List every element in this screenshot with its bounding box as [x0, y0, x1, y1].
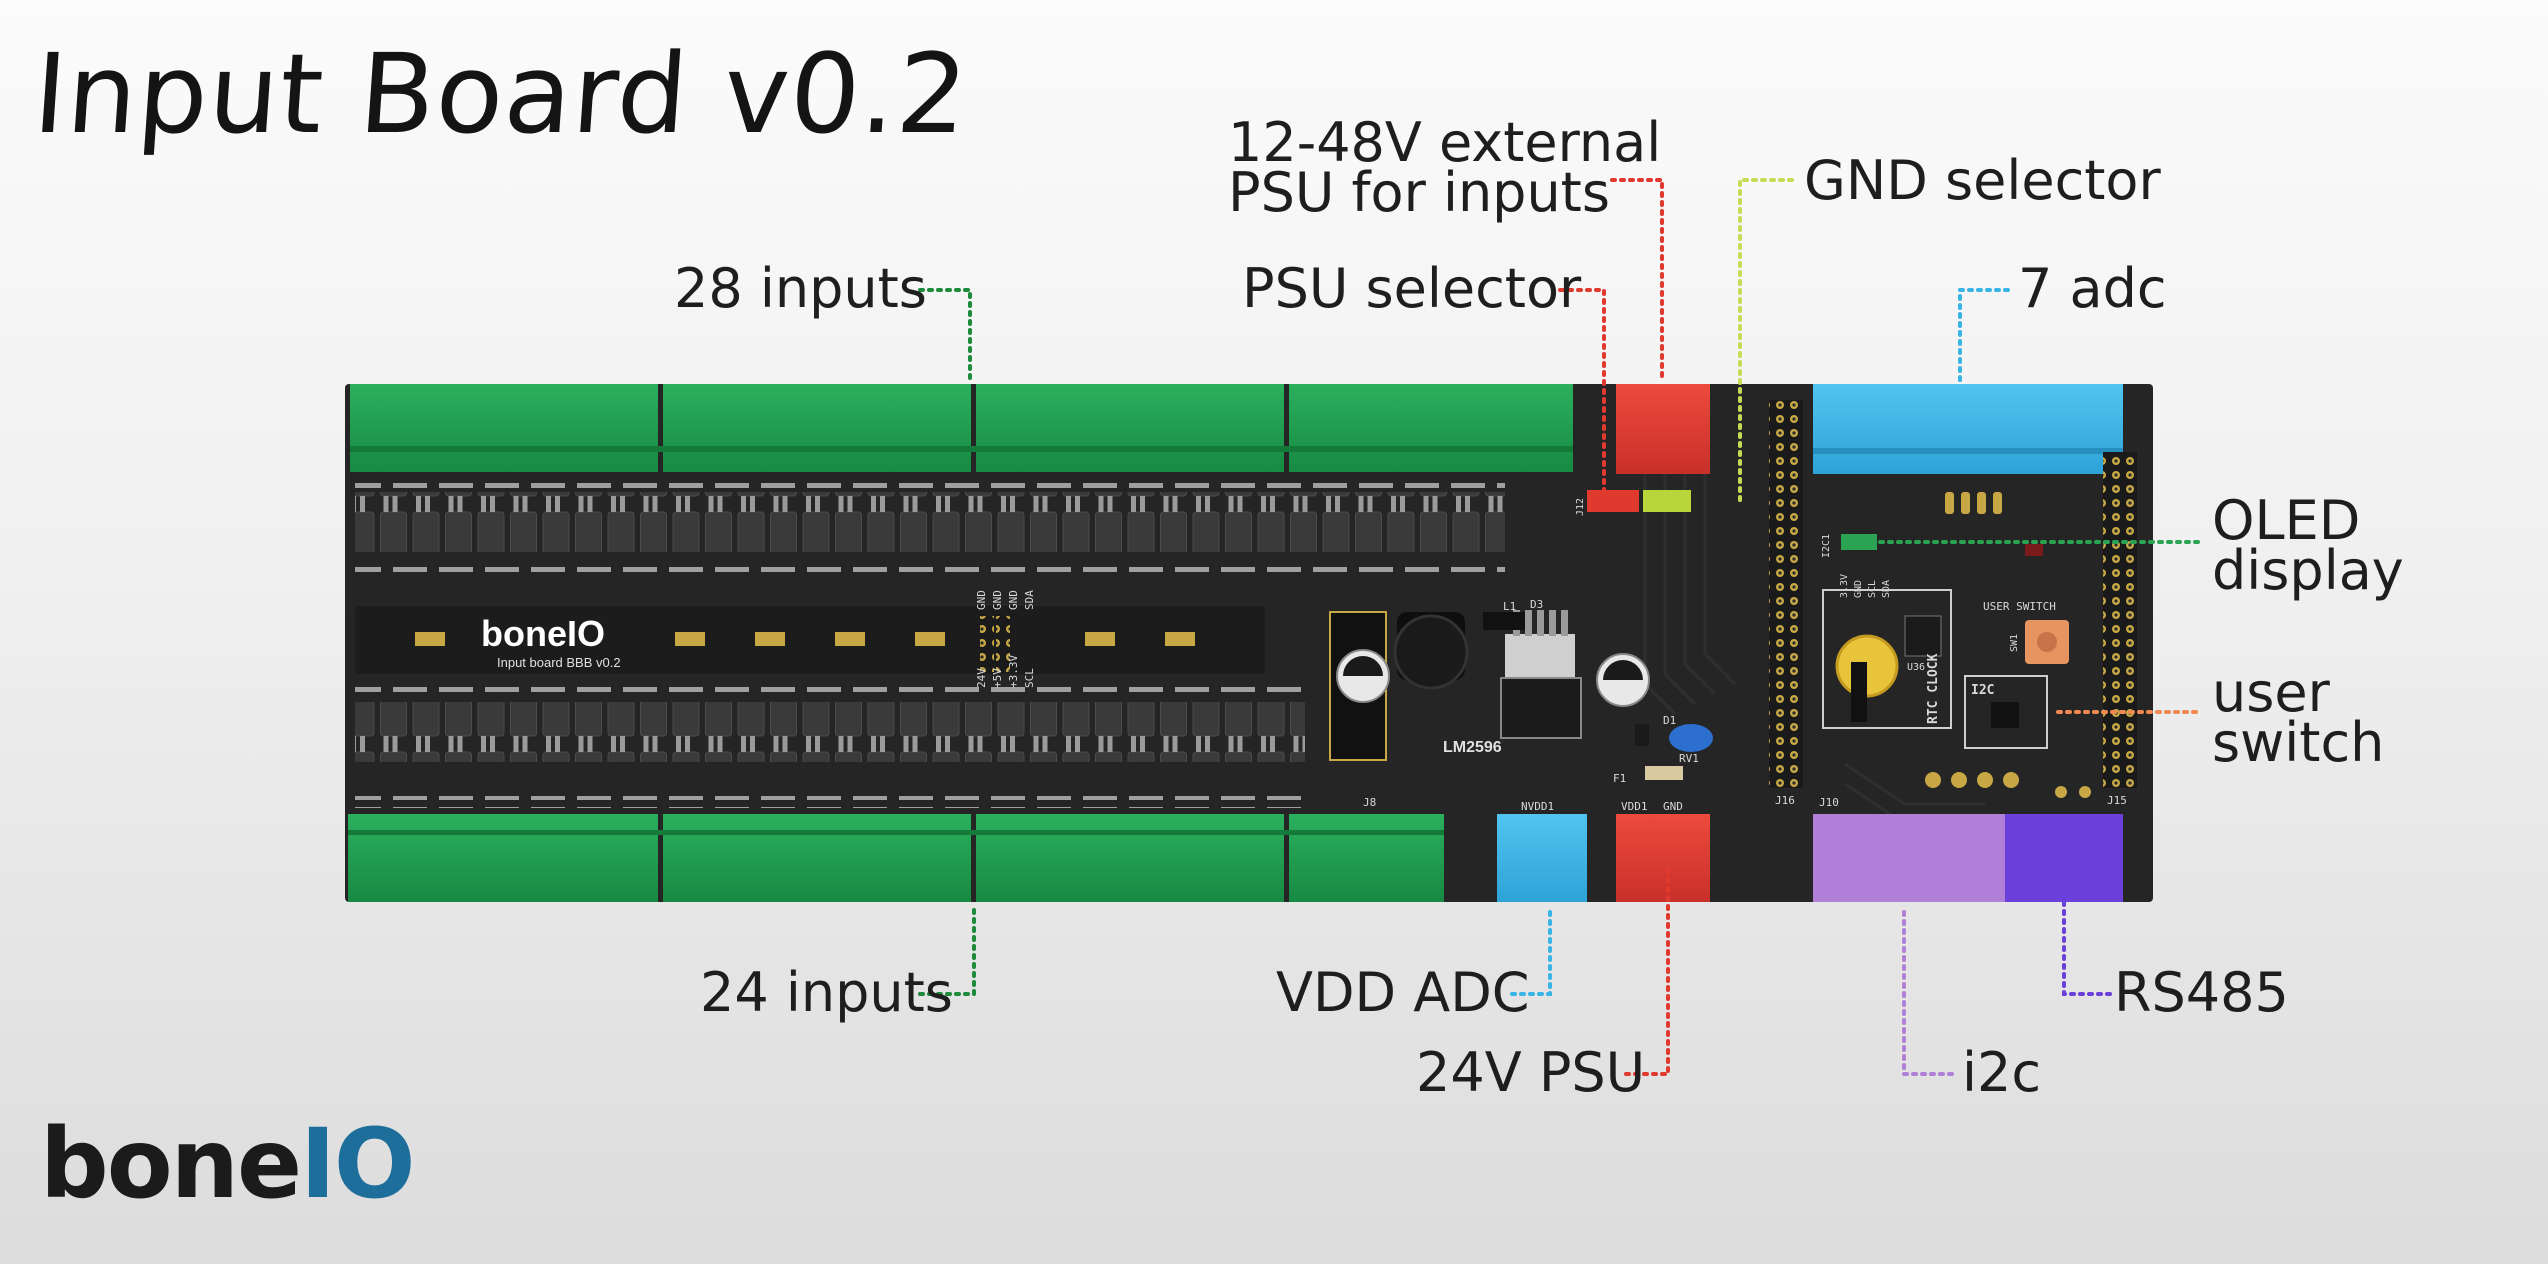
silk-j12: J12 — [1575, 498, 1586, 516]
silk-j8: J8 — [1363, 796, 1376, 809]
top-input-connectors — [350, 384, 2123, 474]
boneio-logo: boneIO — [40, 1108, 415, 1220]
silk-j15: J15 — [2107, 794, 2127, 807]
pin-label-24v: 24V — [975, 668, 988, 688]
oled-pin-sda: SDA — [1881, 580, 1892, 598]
label-24-inputs: 24 inputs — [700, 961, 953, 1024]
power-supply-section: LM2596 L1 D3 D1 RV1 F1 — [1329, 598, 1713, 785]
user-switch-silk: USER SWITCH — [1983, 600, 2056, 613]
label-gnd-selector: GND selector — [1804, 149, 2161, 212]
oled-pin-3v3: 3.3V — [1839, 574, 1850, 598]
silk-sw1: SW1 — [2009, 634, 2020, 652]
label-user-switch-line1: user — [2212, 661, 2330, 724]
psu-selector-jumper — [1587, 490, 1639, 512]
pin-label-3v3: +3.3V — [1007, 655, 1020, 688]
rtc-label: RTC CLOCK — [1926, 653, 1941, 724]
logo-io-text: IO — [300, 1108, 415, 1220]
oled-pin-gnd: GND — [1853, 580, 1864, 598]
label-vdd-adc: VDD ADC — [1276, 961, 1530, 1024]
silk-j16: J16 — [1775, 794, 1795, 807]
silk-vdd: VDD1 — [1621, 800, 1648, 813]
label-psu-selector: PSU selector — [1242, 257, 1582, 320]
pin-label-gnd-1: GND — [975, 590, 988, 610]
board-name: Input board BBB v0.2 — [497, 655, 621, 670]
silk-i2c1: I2C1 — [1821, 534, 1832, 558]
silk-j10: J10 — [1819, 796, 1839, 809]
label-user-switch-line2: switch — [2212, 711, 2385, 774]
label-7-adc: 7 adc — [2018, 257, 2167, 320]
pin-label-gnd-2: GND — [991, 590, 1004, 610]
page-title: Input Board v0.2 — [29, 30, 973, 158]
label-oled-line1: OLED — [2212, 489, 2361, 552]
optocoupler-row-bottom — [355, 702, 1305, 762]
silk-gnd: GND — [1663, 800, 1683, 813]
label-external-psu: 12-48V external PSU for inputs — [1228, 111, 1662, 224]
label-rs485: RS485 — [2114, 961, 2289, 1024]
right-area: 3.3V GND SCL SDA I2C1 RTC CLOCK U36 I2C … — [1821, 492, 2091, 798]
label-external-psu-line1: 12-48V external — [1228, 111, 1662, 174]
oled-pin-scl: SCL — [1867, 580, 1878, 598]
label-oled-line2: display — [2212, 539, 2404, 602]
silk-f1: F1 — [1613, 772, 1626, 785]
i2c-block-label: I2C — [1971, 683, 1994, 698]
silk-d1: D1 — [1663, 714, 1676, 727]
pin-label-sda: SDA — [1023, 590, 1036, 610]
gnd-selector-jumper — [1643, 490, 1691, 512]
pin-label-gnd-3: GND — [1007, 590, 1020, 610]
pin-header-left — [1769, 400, 1803, 788]
label-oled-display: OLED display — [2212, 489, 2404, 602]
silk-d3: D3 — [1530, 598, 1543, 611]
optocoupler-row-top — [355, 492, 1505, 552]
regulator-label: LM2596 — [1443, 739, 1502, 756]
pcb-board: boneIO Input board BBB v0.2 24V +5V +3.3… — [345, 384, 2153, 902]
label-i2c: i2c — [1962, 1041, 2042, 1104]
pin-header-right — [2103, 452, 2137, 788]
silk-rv1: RV1 — [1679, 752, 1699, 765]
silk-nvdd: NVDD1 — [1521, 800, 1554, 813]
label-user-switch: user switch — [2212, 661, 2385, 774]
label-24v-psu: 24V PSU — [1416, 1041, 1646, 1104]
pin-label-scl: SCL — [1023, 668, 1036, 688]
label-external-psu-line2: PSU for inputs — [1228, 161, 1610, 224]
pin-label-5v: +5V — [991, 668, 1004, 688]
board-brand: boneIO — [481, 613, 605, 654]
silk-u36: U36 — [1907, 662, 1925, 673]
logo-bone-text: bone — [40, 1108, 302, 1220]
silk-l1: L1 — [1503, 600, 1516, 613]
pcb-graphic: boneIO Input board BBB v0.2 24V +5V +3.3… — [348, 384, 2137, 902]
bottom-input-connectors — [348, 814, 2123, 902]
label-28-inputs: 28 inputs — [674, 257, 927, 320]
oled-connector — [1841, 534, 1877, 550]
